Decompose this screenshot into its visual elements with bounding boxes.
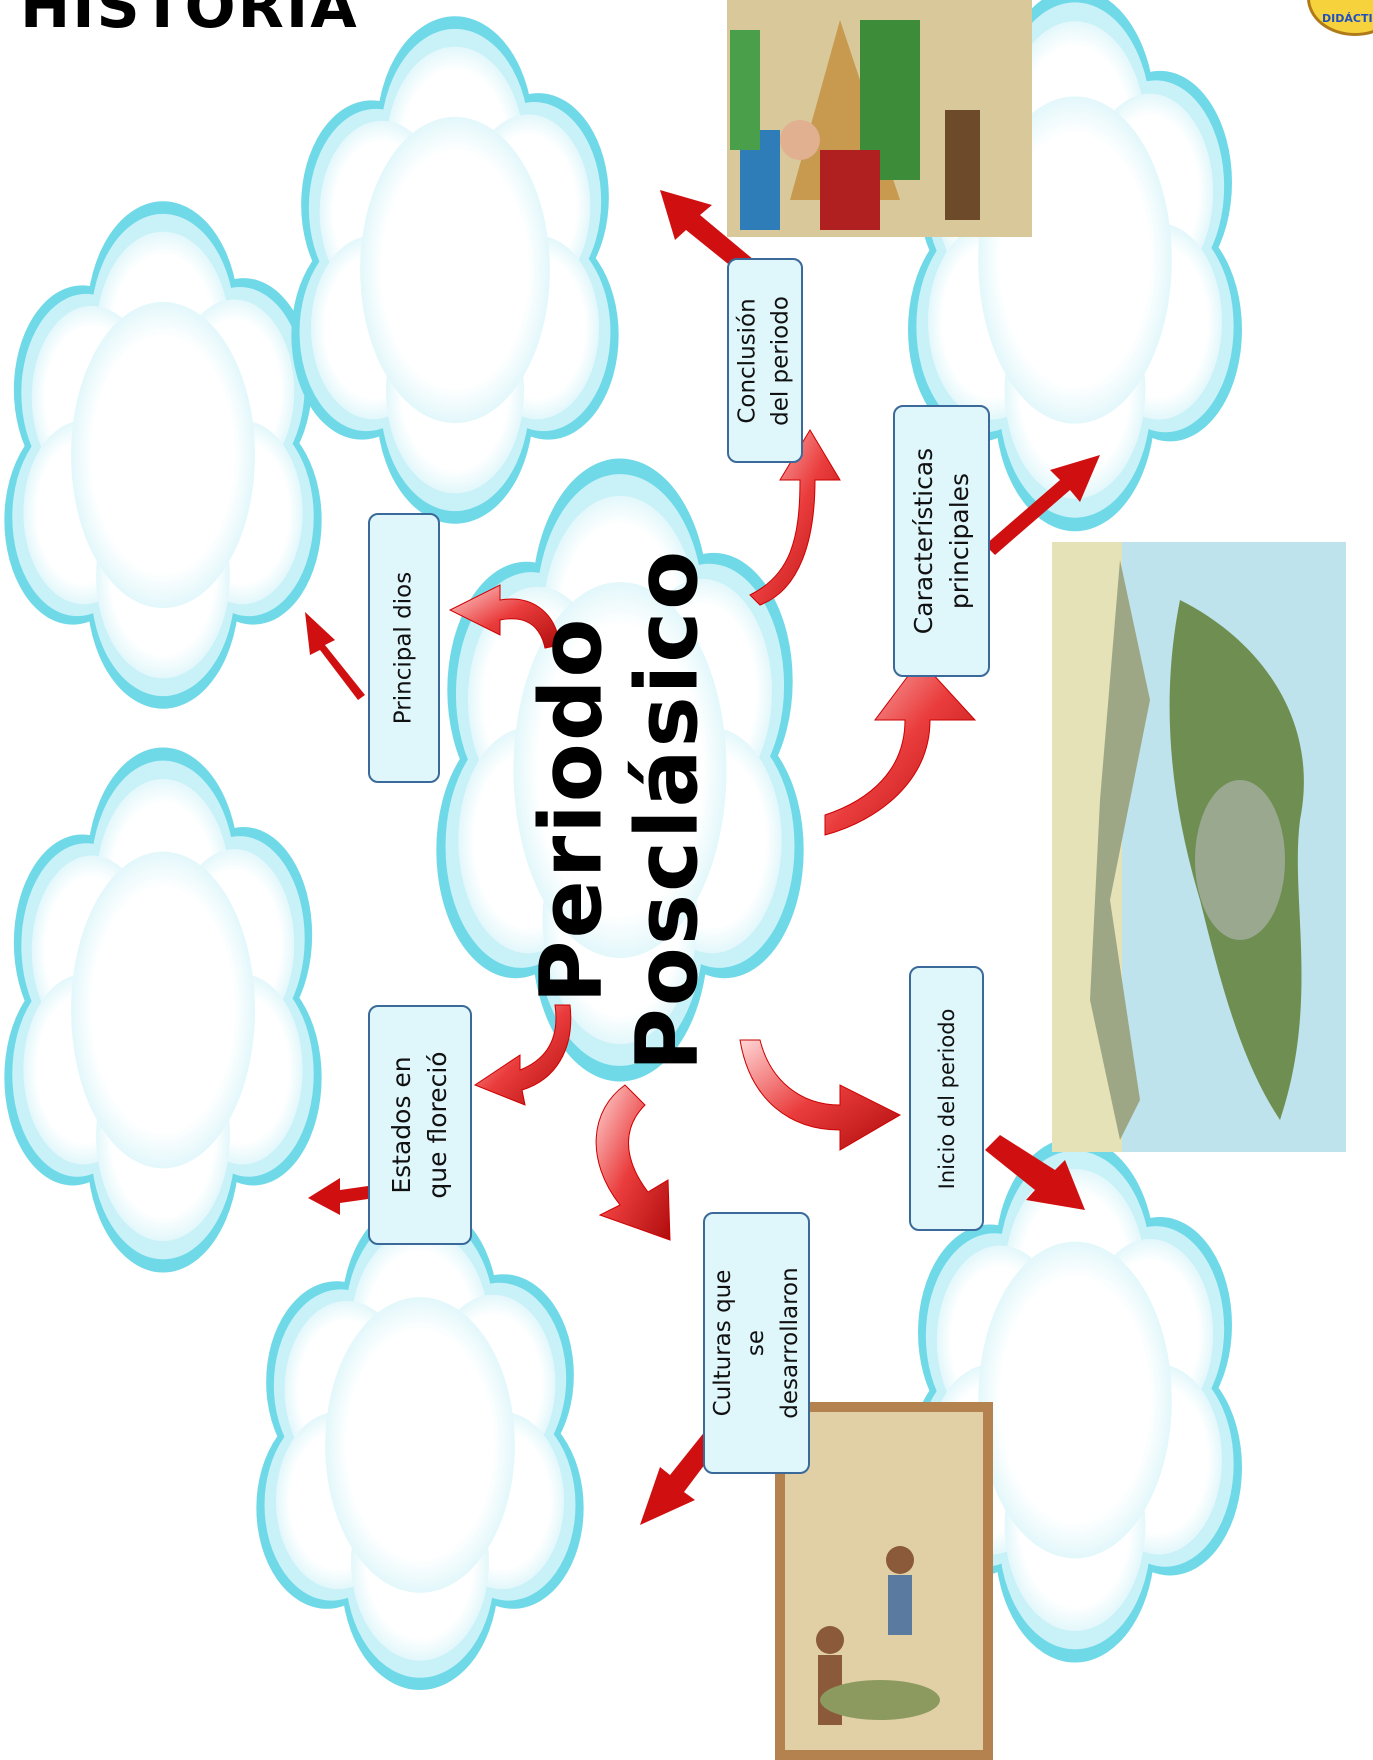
label-box-principal-dios: Principal dios [368, 513, 440, 783]
label-line: se [742, 1329, 769, 1357]
arrow-principal-dios-to-cloud [305, 612, 365, 700]
arrow-center-to-caracteristicas [824, 659, 977, 836]
image-lake-city-map [1052, 542, 1346, 1152]
label-line: Inicio del periodo [934, 1008, 959, 1189]
label-box-conclusion: Conclusión del periodo [727, 258, 803, 463]
label-text-estados: Estados en que floreció [384, 1051, 457, 1198]
label-line: Culturas que [709, 1269, 736, 1417]
label-box-caracteristicas: Características principales [893, 405, 990, 677]
label-box-inicio: Inicio del periodo [909, 966, 984, 1231]
label-text-inicio: Inicio del periodo [931, 1008, 961, 1189]
label-line: Características [908, 447, 938, 635]
label-line: que floreció [423, 1051, 452, 1199]
cloud-middle-left [4, 747, 322, 1273]
label-line: principales [944, 472, 974, 610]
label-text-caracteristicas: Características principales [905, 448, 978, 634]
label-text-conclusion: Conclusión del periodo [732, 296, 799, 426]
image-village-scene [727, 0, 1032, 237]
arrow-center-to-principal-dios [448, 584, 561, 649]
label-line: Principal dios [390, 571, 417, 725]
label-text-principal-dios: Principal dios [387, 572, 420, 724]
cloud-top-left [4, 201, 322, 709]
arrow-center-to-estados [473, 1004, 572, 1106]
badge-text: DIDÁCTICO [1322, 12, 1373, 25]
label-box-estados: Estados en que floreció [368, 1005, 472, 1245]
worksheet-title-partial: HISTORIA [20, 0, 359, 42]
central-title-text: Periodo Posclásico [521, 548, 718, 1072]
label-line: desarrollaron [776, 1267, 803, 1419]
central-title: Periodo Posclásico [495, 549, 745, 1072]
cloud-top-center [291, 16, 619, 524]
label-line: Conclusión [734, 297, 761, 424]
arrow-center-to-conclusion [749, 429, 841, 606]
arrow-inicio-to-cloud [985, 1135, 1085, 1210]
label-text-culturas: Culturas que se desarrollaron [706, 1267, 806, 1418]
cloud-bottom-left [256, 1200, 584, 1690]
label-box-culturas: Culturas que se desarrollaron [703, 1212, 810, 1474]
central-title-line2: Posclásico [618, 548, 718, 1072]
central-title-line1: Periodo [521, 616, 622, 1004]
arrow-caracteristicas-to-cloud [985, 455, 1100, 555]
label-line: del periodo [768, 295, 794, 426]
image-figures-scene [775, 1402, 993, 1760]
arrow-center-to-culturas [595, 1084, 671, 1241]
arrow-center-to-inicio [739, 1039, 902, 1151]
label-line: Estados en [386, 1056, 416, 1194]
arrow-conclusion-to-cloud [660, 190, 760, 280]
arrow-estados-to-cloud [308, 1178, 375, 1215]
